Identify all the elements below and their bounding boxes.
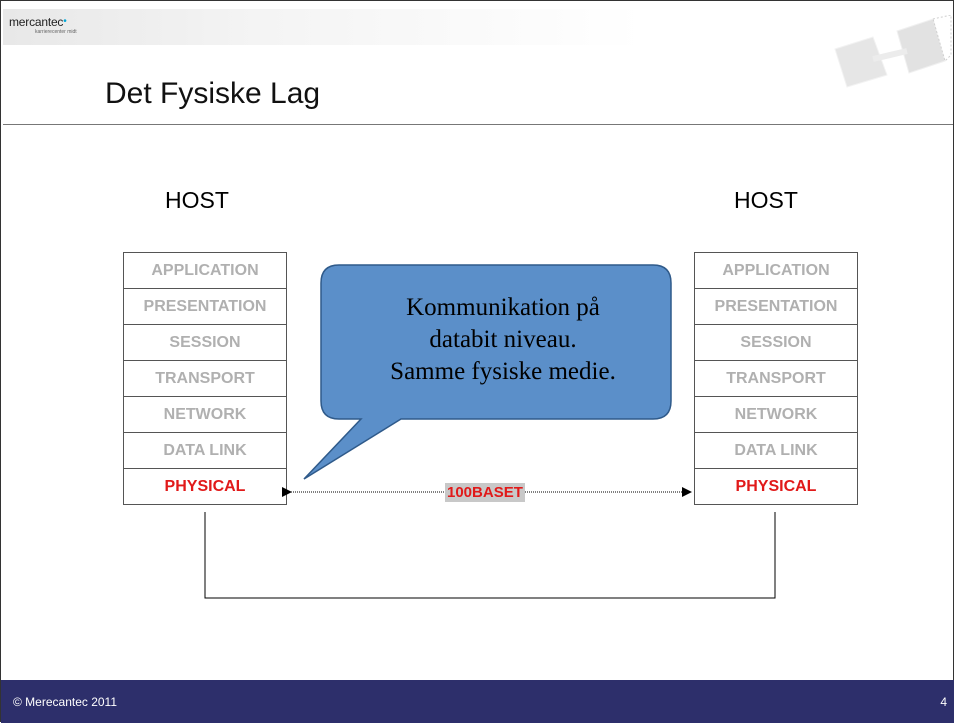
- callout-line: Kommunikation på: [406, 294, 600, 321]
- page-title: Det Fysiske Lag: [105, 77, 321, 110]
- link-label: 100BASET: [445, 483, 525, 502]
- footer-copyright: © Merecantec 2011: [13, 695, 118, 709]
- logo: mercantec•: [9, 16, 67, 28]
- callout-line: Samme fysiske medie.: [390, 358, 616, 385]
- layer-network: NETWORK: [123, 397, 287, 433]
- layer-application: APPLICATION: [123, 252, 287, 289]
- logo-text: mercantec: [9, 15, 64, 29]
- host-label-right: HOST: [734, 187, 798, 213]
- layer-session: SESSION: [694, 325, 858, 361]
- layer-session: SESSION: [123, 325, 287, 361]
- callout-bubble: [303, 264, 672, 480]
- logo-subtitle: karrierecenter midt: [35, 29, 77, 35]
- layer-network: NETWORK: [694, 397, 858, 433]
- layer-presentation: PRESENTATION: [123, 289, 287, 325]
- layer-transport: TRANSPORT: [123, 361, 287, 397]
- layer-physical: PHYSICAL: [694, 469, 858, 505]
- decorative-network-graphic: [834, 15, 952, 88]
- osi-stack-left: APPLICATION PRESENTATION SESSION TRANSPO…: [123, 252, 287, 505]
- osi-stack-right: APPLICATION PRESENTATION SESSION TRANSPO…: [694, 252, 858, 505]
- callout-text: Kommunikation på databit niveau. Samme f…: [335, 292, 671, 388]
- logo-dot-icon: •: [63, 16, 67, 27]
- page-number: 4: [940, 695, 947, 709]
- layer-data-link: DATA LINK: [694, 433, 858, 469]
- host-label-left: HOST: [165, 187, 229, 213]
- layer-presentation: PRESENTATION: [694, 289, 858, 325]
- physical-cable: [204, 512, 776, 599]
- layer-data-link: DATA LINK: [123, 433, 287, 469]
- layer-application: APPLICATION: [694, 252, 858, 289]
- layer-transport: TRANSPORT: [694, 361, 858, 397]
- header-strip: [3, 9, 643, 45]
- callout-line: databit niveau.: [429, 326, 577, 353]
- title-divider: [3, 124, 953, 125]
- footer: © Merecantec 2011 4: [1, 680, 954, 723]
- layer-physical: PHYSICAL: [123, 469, 287, 505]
